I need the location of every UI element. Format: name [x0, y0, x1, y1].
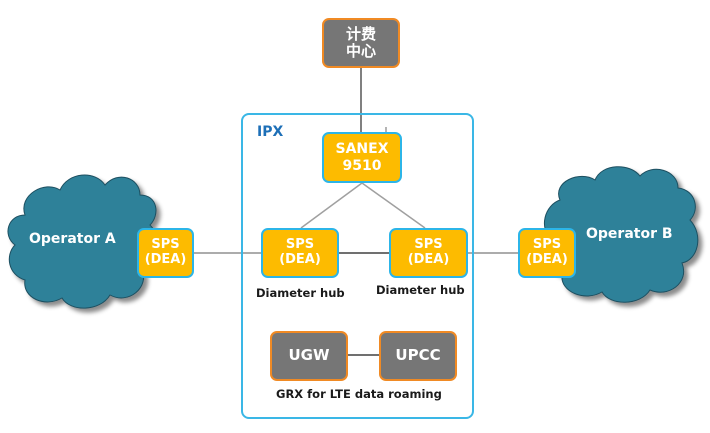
operator-b-label: Operator B	[586, 226, 673, 242]
hub-left-line2: (DEA)	[279, 252, 321, 267]
ipx-container	[241, 113, 474, 419]
ipx-label: IPX	[257, 124, 284, 140]
sanex-node[interactable]: SANEX 9510	[322, 132, 402, 183]
link-sanex-hub-left	[300, 182, 363, 229]
operator-a-label: Operator A	[29, 231, 116, 247]
hub-left-caption: Diameter hub	[256, 286, 345, 300]
hub-left-line1: SPS	[285, 237, 315, 253]
hub-right-line1: SPS	[414, 237, 443, 253]
grx-caption: GRX for LTE data roaming	[276, 387, 442, 401]
sanex-line2: 9510	[342, 157, 382, 174]
operator-b-sps-line1: SPS	[532, 237, 562, 253]
ugw-label: UGW	[288, 346, 330, 365]
billing-center-node[interactable]: 计费 中心	[322, 18, 400, 68]
upcc-label: UPCC	[395, 346, 441, 365]
hub-left-node[interactable]: SPS (DEA)	[261, 228, 339, 278]
billing-center-line1: 计费	[345, 24, 376, 43]
operator-a-sps-node[interactable]: SPS (DEA)	[137, 228, 194, 278]
operator-a-sps-line1: SPS	[151, 237, 180, 253]
sanex-line1: SANEX	[335, 141, 389, 158]
billing-center-line2: 中心	[345, 42, 376, 60]
operator-a-sps-line2: (DEA)	[144, 252, 187, 267]
hub-right-line2: (DEA)	[407, 252, 450, 267]
hub-right-node[interactable]: SPS (DEA)	[389, 228, 468, 278]
upcc-node[interactable]: UPCC	[379, 331, 457, 381]
hub-right-caption: Diameter hub	[376, 283, 465, 297]
operator-b-sps-line2: (DEA)	[526, 252, 568, 267]
operator-b-sps-node[interactable]: SPS (DEA)	[518, 228, 576, 278]
ugw-node[interactable]: UGW	[270, 331, 348, 381]
link-sanex-hub-right	[361, 182, 426, 229]
